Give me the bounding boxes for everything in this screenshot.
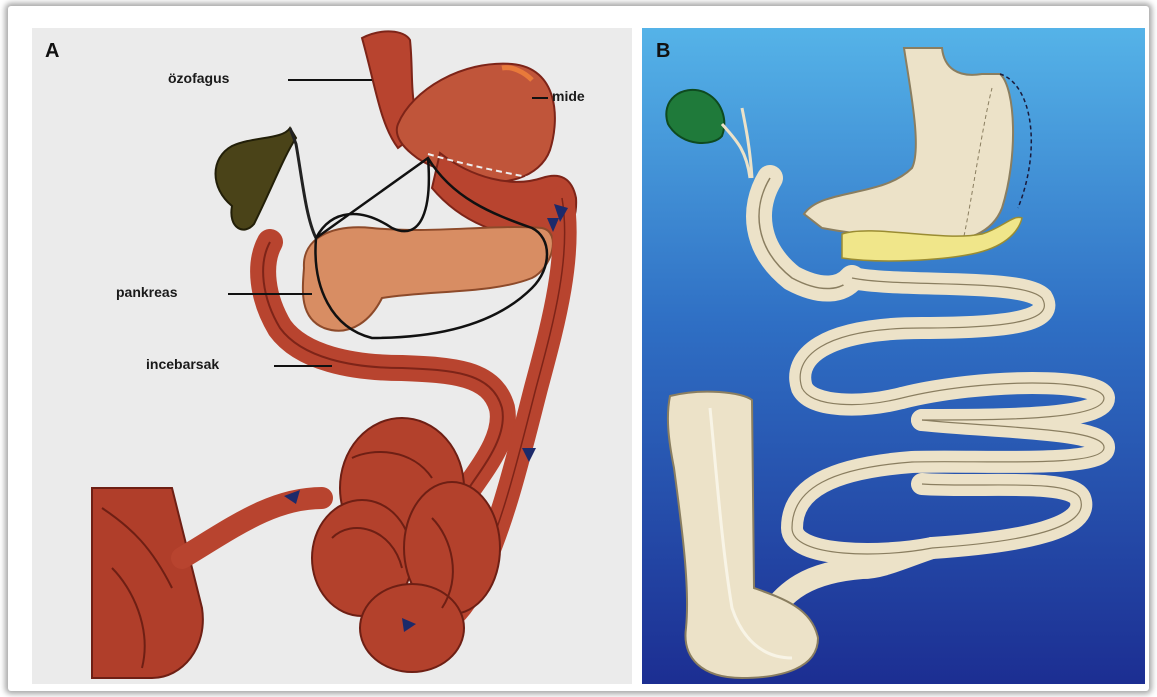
bile-duct-b	[722, 108, 752, 178]
ileum-a	[182, 498, 322, 558]
panel-b-illustration	[642, 28, 1145, 684]
stomach-b	[804, 48, 1013, 240]
colon-a	[92, 488, 203, 678]
label-stomach: mide	[552, 88, 585, 104]
figure-frame: A özofagus mide pankreas incebarsak	[8, 6, 1149, 691]
label-esophagus: özofagus	[168, 70, 229, 86]
panel-b-letter: B	[656, 40, 670, 63]
gallbladder-b	[666, 90, 724, 143]
label-pancreas: pankreas	[116, 284, 177, 300]
panel-a-illustration	[32, 28, 632, 684]
label-small-intestine: incebarsak	[146, 356, 219, 372]
small-intestine-loops-b	[762, 278, 1104, 628]
pancreas-a	[303, 227, 553, 331]
panel-b: B	[642, 28, 1145, 684]
bile-duct-a	[290, 128, 316, 238]
panel-a: A özofagus mide pankreas incebarsak	[32, 28, 632, 684]
panel-a-letter: A	[45, 40, 59, 63]
gallbladder-a	[216, 128, 297, 230]
duodenum-b	[759, 178, 852, 289]
